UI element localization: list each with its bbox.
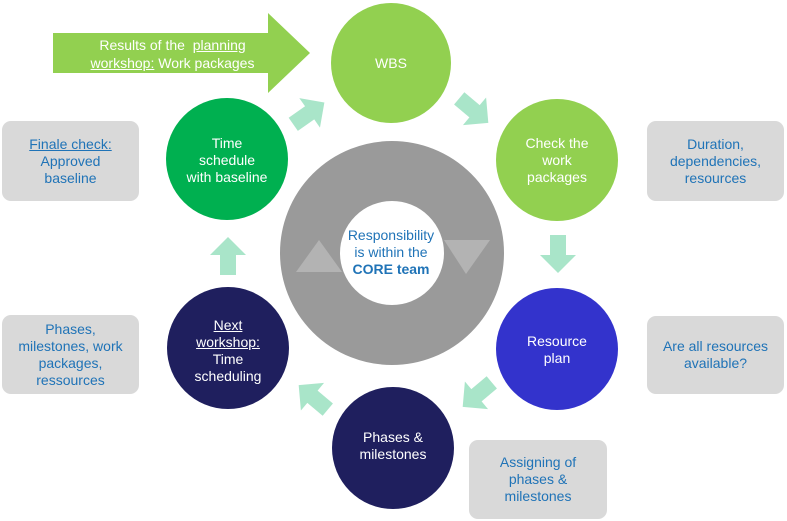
node-time: [166, 98, 288, 220]
note-assigning: Assigning of phases & milestones: [469, 440, 607, 519]
final-line2: Approved: [40, 152, 101, 169]
phases-line2: milestones: [359, 446, 427, 462]
final-check-link[interactable]: Finale check:: [29, 135, 112, 152]
final-line3: baseline: [44, 169, 97, 186]
arrow-time-to-wbs: [288, 98, 325, 131]
check-line1: Check the: [525, 134, 589, 151]
input-line1-prefix: Results of the: [99, 37, 185, 53]
arrow-check-to-resource: [540, 235, 576, 273]
note-phases: Phases, milestones, work packages, resso…: [2, 315, 139, 394]
assigning-line3: milestones: [504, 488, 572, 504]
center-line2: is within the: [354, 243, 428, 260]
time-line2: schedule: [198, 151, 256, 168]
input-line2-suffix: Work packages: [158, 55, 255, 71]
phases-note-line2: milestones, work: [18, 337, 123, 354]
duration-line2: dependencies,: [669, 152, 762, 169]
arrow-phases-to-next: [298, 382, 333, 416]
phases-line1: Phases &: [363, 429, 423, 445]
node-resource: [496, 288, 618, 410]
assigning-line1: Assigning of: [499, 454, 577, 470]
check-line3: packages: [527, 168, 587, 185]
assigning-line2: phases &: [508, 471, 568, 487]
center-line1: Responsibility: [347, 226, 435, 243]
input-arrow-label: Results of the planning workshop: Work p…: [60, 34, 285, 74]
note-duration: Duration, dependencies, resources: [647, 121, 784, 201]
arrow-resource-to-phases: [462, 376, 497, 410]
node-resource-label: Resource plan: [497, 330, 617, 370]
next-line1[interactable]: Next: [213, 317, 243, 333]
node-wbs-label: WBS: [331, 40, 451, 86]
duration-line3: resources: [684, 169, 747, 186]
phases-note-line4: ressources: [36, 371, 105, 388]
arrow-wbs-to-check: [454, 92, 489, 126]
ring-arrow-up: [296, 240, 342, 272]
input-planning-link[interactable]: planning: [192, 37, 246, 53]
center-label: Responsibility is within the CORE team: [336, 222, 446, 282]
available-line1: Are all resources: [662, 338, 769, 354]
node-time-label: Time schedule with baseline: [167, 130, 287, 190]
node-phases-label: Phases & milestones: [333, 426, 453, 466]
arrow-next-to-time: [210, 237, 246, 275]
phases-note-line1: Phases,: [45, 320, 96, 337]
note-final-check: Finale check: Approved baseline: [2, 121, 139, 201]
next-line2[interactable]: workshop:: [196, 334, 260, 350]
phases-note-line3: packages,: [38, 354, 103, 371]
note-available: Are all resources available?: [647, 316, 784, 394]
ring-arrow-down: [444, 240, 490, 274]
duration-line1: Duration,: [687, 135, 744, 152]
resource-line2: plan: [543, 350, 571, 366]
time-line1: Time: [211, 134, 243, 151]
check-line2: work: [542, 151, 572, 168]
next-line3: Time: [212, 351, 244, 367]
next-line4: scheduling: [194, 368, 262, 384]
center-core-team: CORE team: [352, 260, 430, 277]
input-arrow: [53, 13, 310, 93]
node-check-label: Check the work packages: [497, 130, 617, 190]
resource-line1: Resource: [527, 333, 587, 349]
node-next-label: Next workshop: Time scheduling: [168, 316, 288, 386]
input-workshop-link[interactable]: workshop:: [90, 55, 155, 71]
node-phases: [332, 387, 454, 509]
node-check: [496, 99, 618, 221]
node-next: [167, 287, 289, 409]
available-line2: available?: [683, 355, 748, 371]
time-line3: with baseline: [186, 168, 268, 185]
wbs-text: WBS: [375, 54, 407, 71]
node-wbs: [331, 3, 451, 123]
